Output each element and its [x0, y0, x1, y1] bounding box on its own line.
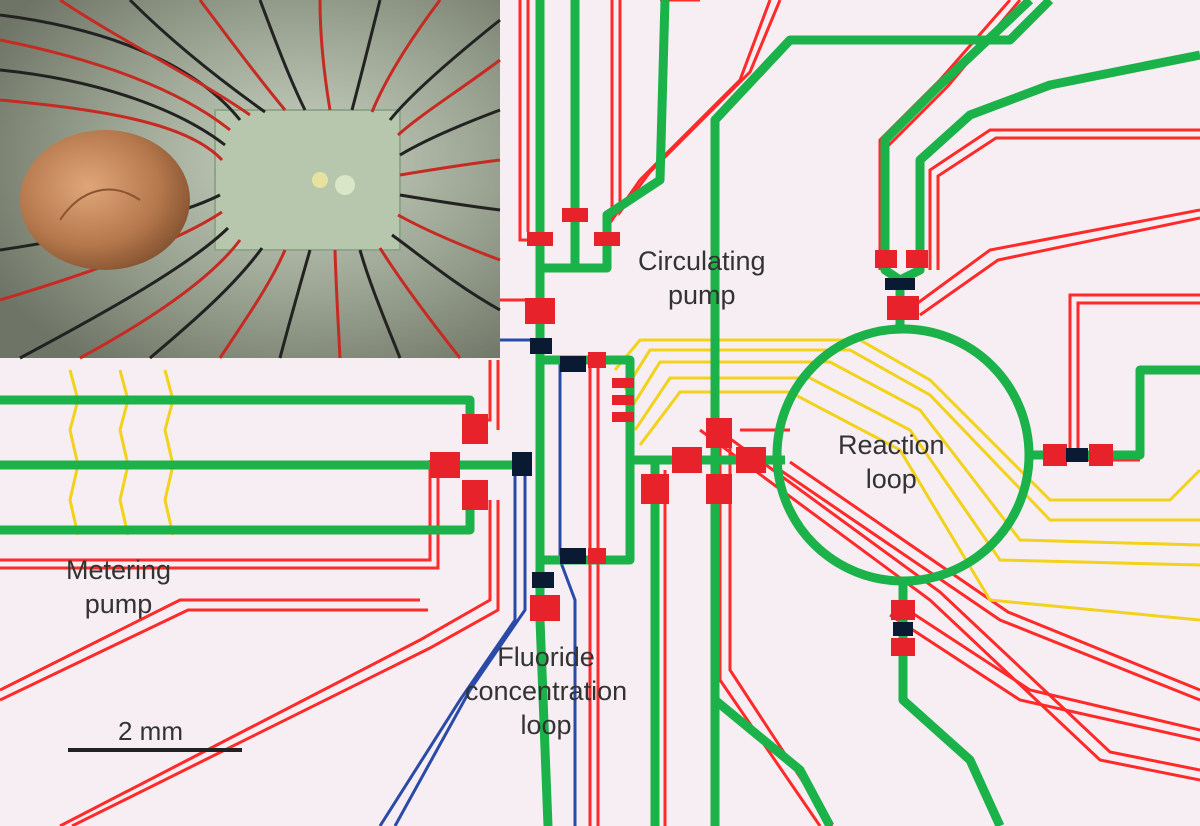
valve-dark: [532, 572, 554, 588]
valve: [736, 447, 766, 473]
valve: [612, 378, 634, 388]
valve: [462, 414, 488, 444]
valve: [462, 480, 488, 510]
reaction-loop-label: Reaction loop: [838, 428, 945, 496]
label-line: loop: [865, 464, 917, 494]
valve-dark: [560, 548, 586, 564]
valve: [875, 250, 897, 268]
valve: [562, 208, 588, 222]
chip-ring: [335, 175, 355, 195]
valve: [706, 418, 732, 448]
fluoride-concentration-loop-label: Fluoride concentration loop: [465, 640, 627, 742]
coin: [20, 130, 190, 270]
valves: [430, 208, 1113, 656]
valve: [612, 395, 634, 405]
chip-photo-inset: [0, 0, 501, 360]
yellow-control-lines: [68, 338, 1200, 622]
valve: [641, 474, 669, 504]
valve: [891, 638, 915, 656]
chip-body: [214, 109, 401, 251]
label-line: pump: [84, 589, 153, 619]
valve: [887, 296, 919, 320]
valve: [525, 298, 555, 324]
valve: [588, 548, 606, 564]
scale-bar-label: 2 mm: [118, 716, 183, 746]
valve: [612, 412, 634, 422]
valve-dark: [560, 356, 586, 372]
dark-valves: [512, 278, 1088, 636]
valve-dark: [512, 452, 532, 476]
valve: [672, 447, 702, 473]
valve: [1043, 444, 1067, 466]
valve: [430, 452, 460, 478]
chip-center: [312, 172, 328, 188]
valve-dark: [893, 622, 913, 636]
valve: [1089, 444, 1113, 466]
valve: [530, 595, 560, 621]
valve: [891, 600, 915, 620]
label-line: loop: [520, 710, 572, 740]
metering-pump-label: Metering pump: [66, 553, 171, 621]
valve-dark: [530, 338, 552, 354]
valve: [588, 352, 606, 368]
valve-dark: [885, 278, 915, 290]
valve: [594, 232, 620, 246]
valve-dark: [1066, 448, 1088, 462]
label-line: Metering: [66, 555, 172, 585]
valve: [706, 474, 732, 504]
circulating-pump-label: Circulating pump: [638, 244, 766, 312]
label-line: pump: [668, 280, 736, 310]
label-line: Circulating: [638, 246, 766, 276]
label-line: Fluoride: [497, 642, 595, 672]
blue-control-lines: [378, 338, 577, 826]
label-line: Reaction: [838, 430, 945, 460]
valve: [527, 232, 553, 246]
valve: [906, 250, 928, 268]
label-line: concentration: [465, 676, 628, 706]
